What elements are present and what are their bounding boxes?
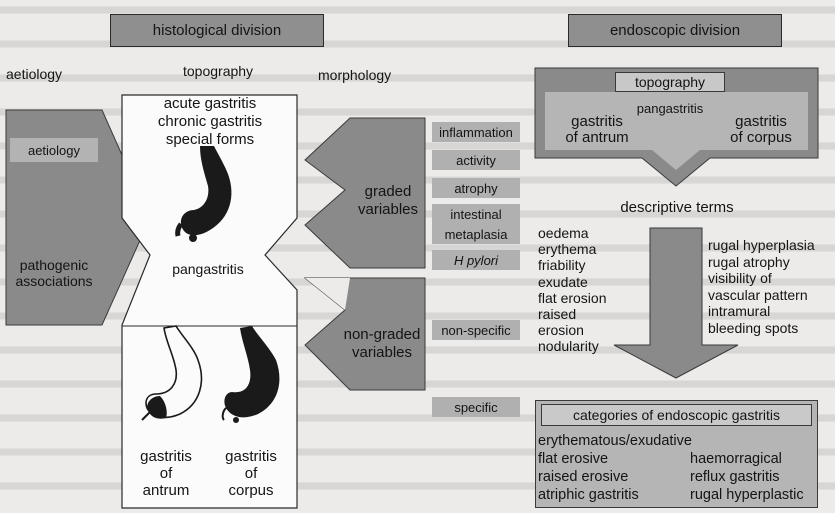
categories-right: haemorragical reflux gastritis rugal hyp…: [690, 450, 804, 504]
graded-item-h-pylori: H pylori: [432, 250, 520, 270]
pangastritis-label: pangastritis: [158, 261, 258, 277]
topography-heading: topography: [183, 63, 253, 79]
graded-item-metaplasia: metaplasia: [432, 224, 520, 244]
specific-label: specific: [432, 397, 520, 417]
gastritis-of-corpus-label: gastritis of corpus: [210, 448, 292, 499]
graded-variables-label: graded variables: [352, 183, 424, 219]
gastritis-of-antrum-label: gastritis of antrum: [128, 448, 204, 499]
graded-item-atrophy: atrophy: [432, 178, 520, 198]
endoscopic-gastritis-antrum: gastritis of antrum: [552, 114, 642, 146]
graded-item-inflammation: inflammation: [432, 122, 520, 142]
graded-item-activity: activity: [432, 150, 520, 170]
aetiology-heading: aetiology: [6, 66, 62, 82]
graded-item-intestinal: intestinal: [432, 204, 520, 224]
aetiology-box: aetiology: [10, 138, 98, 162]
categories-title: categories of endoscopic gastritis: [541, 404, 812, 426]
pathogenic-associations-label: pathogenic associations: [6, 257, 102, 289]
non-specific-label: non-specific: [432, 320, 520, 340]
histological-division-title: histological division: [110, 14, 324, 47]
endoscopic-gastritis-corpus: gastritis of corpus: [716, 114, 806, 146]
non-graded-variables-label: non-graded variables: [340, 326, 424, 362]
descriptive-terms-label: descriptive terms: [592, 200, 762, 216]
descriptive-terms-right: rugal hyperplasia rugal atrophy visibili…: [708, 237, 815, 336]
topography-forms: acute gastritis chronic gastritis specia…: [128, 95, 292, 149]
morphology-heading: morphology: [318, 67, 391, 83]
descriptive-terms-left: oedema erythema friability exudate flat …: [538, 225, 606, 355]
endoscopic-topography-box: topography: [615, 72, 725, 92]
endoscopic-division-title: endoscopic division: [568, 14, 782, 47]
categories-left: erythematous/exudative flat erosive rais…: [538, 432, 692, 504]
